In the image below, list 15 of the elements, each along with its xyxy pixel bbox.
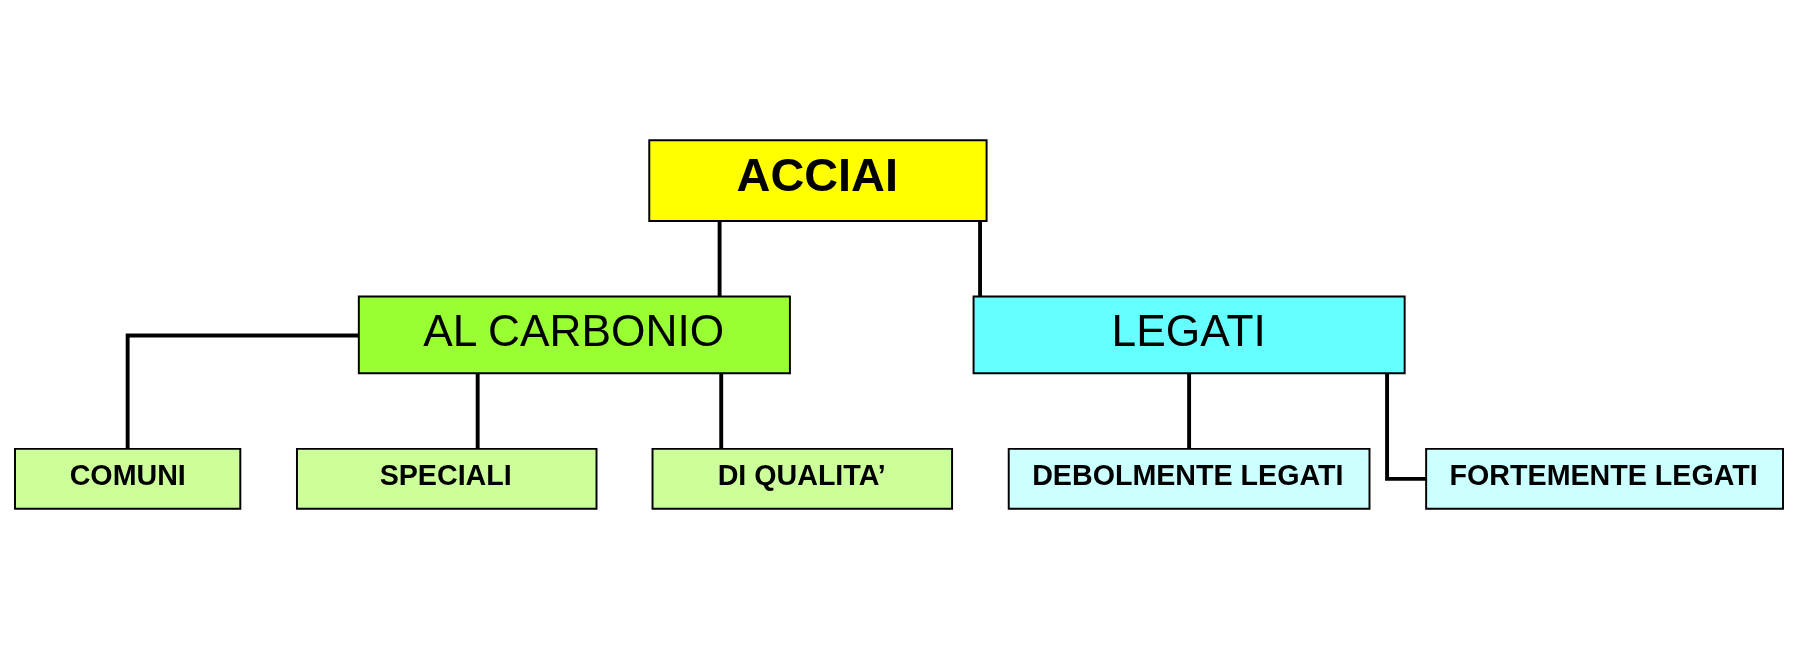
- connector: [978, 220, 983, 296]
- node-box: AL CARBONIO: [357, 295, 791, 374]
- node-box: DEBOLMENTE LEGATI: [1007, 447, 1371, 510]
- connector: [1187, 373, 1192, 449]
- connector: [1385, 373, 1426, 481]
- node-box: ACCIAI: [648, 138, 988, 222]
- node-box: FORTEMENTE LEGATI: [1425, 447, 1784, 510]
- connector: [719, 373, 724, 449]
- node-box: COMUNI: [14, 447, 242, 510]
- node-box: SPECIALI: [296, 447, 598, 510]
- connector: [125, 333, 359, 449]
- node-box: DI QUALITA’: [651, 447, 954, 510]
- connector: [717, 220, 722, 296]
- connector: [475, 373, 480, 449]
- node-box: LEGATI: [972, 295, 1406, 374]
